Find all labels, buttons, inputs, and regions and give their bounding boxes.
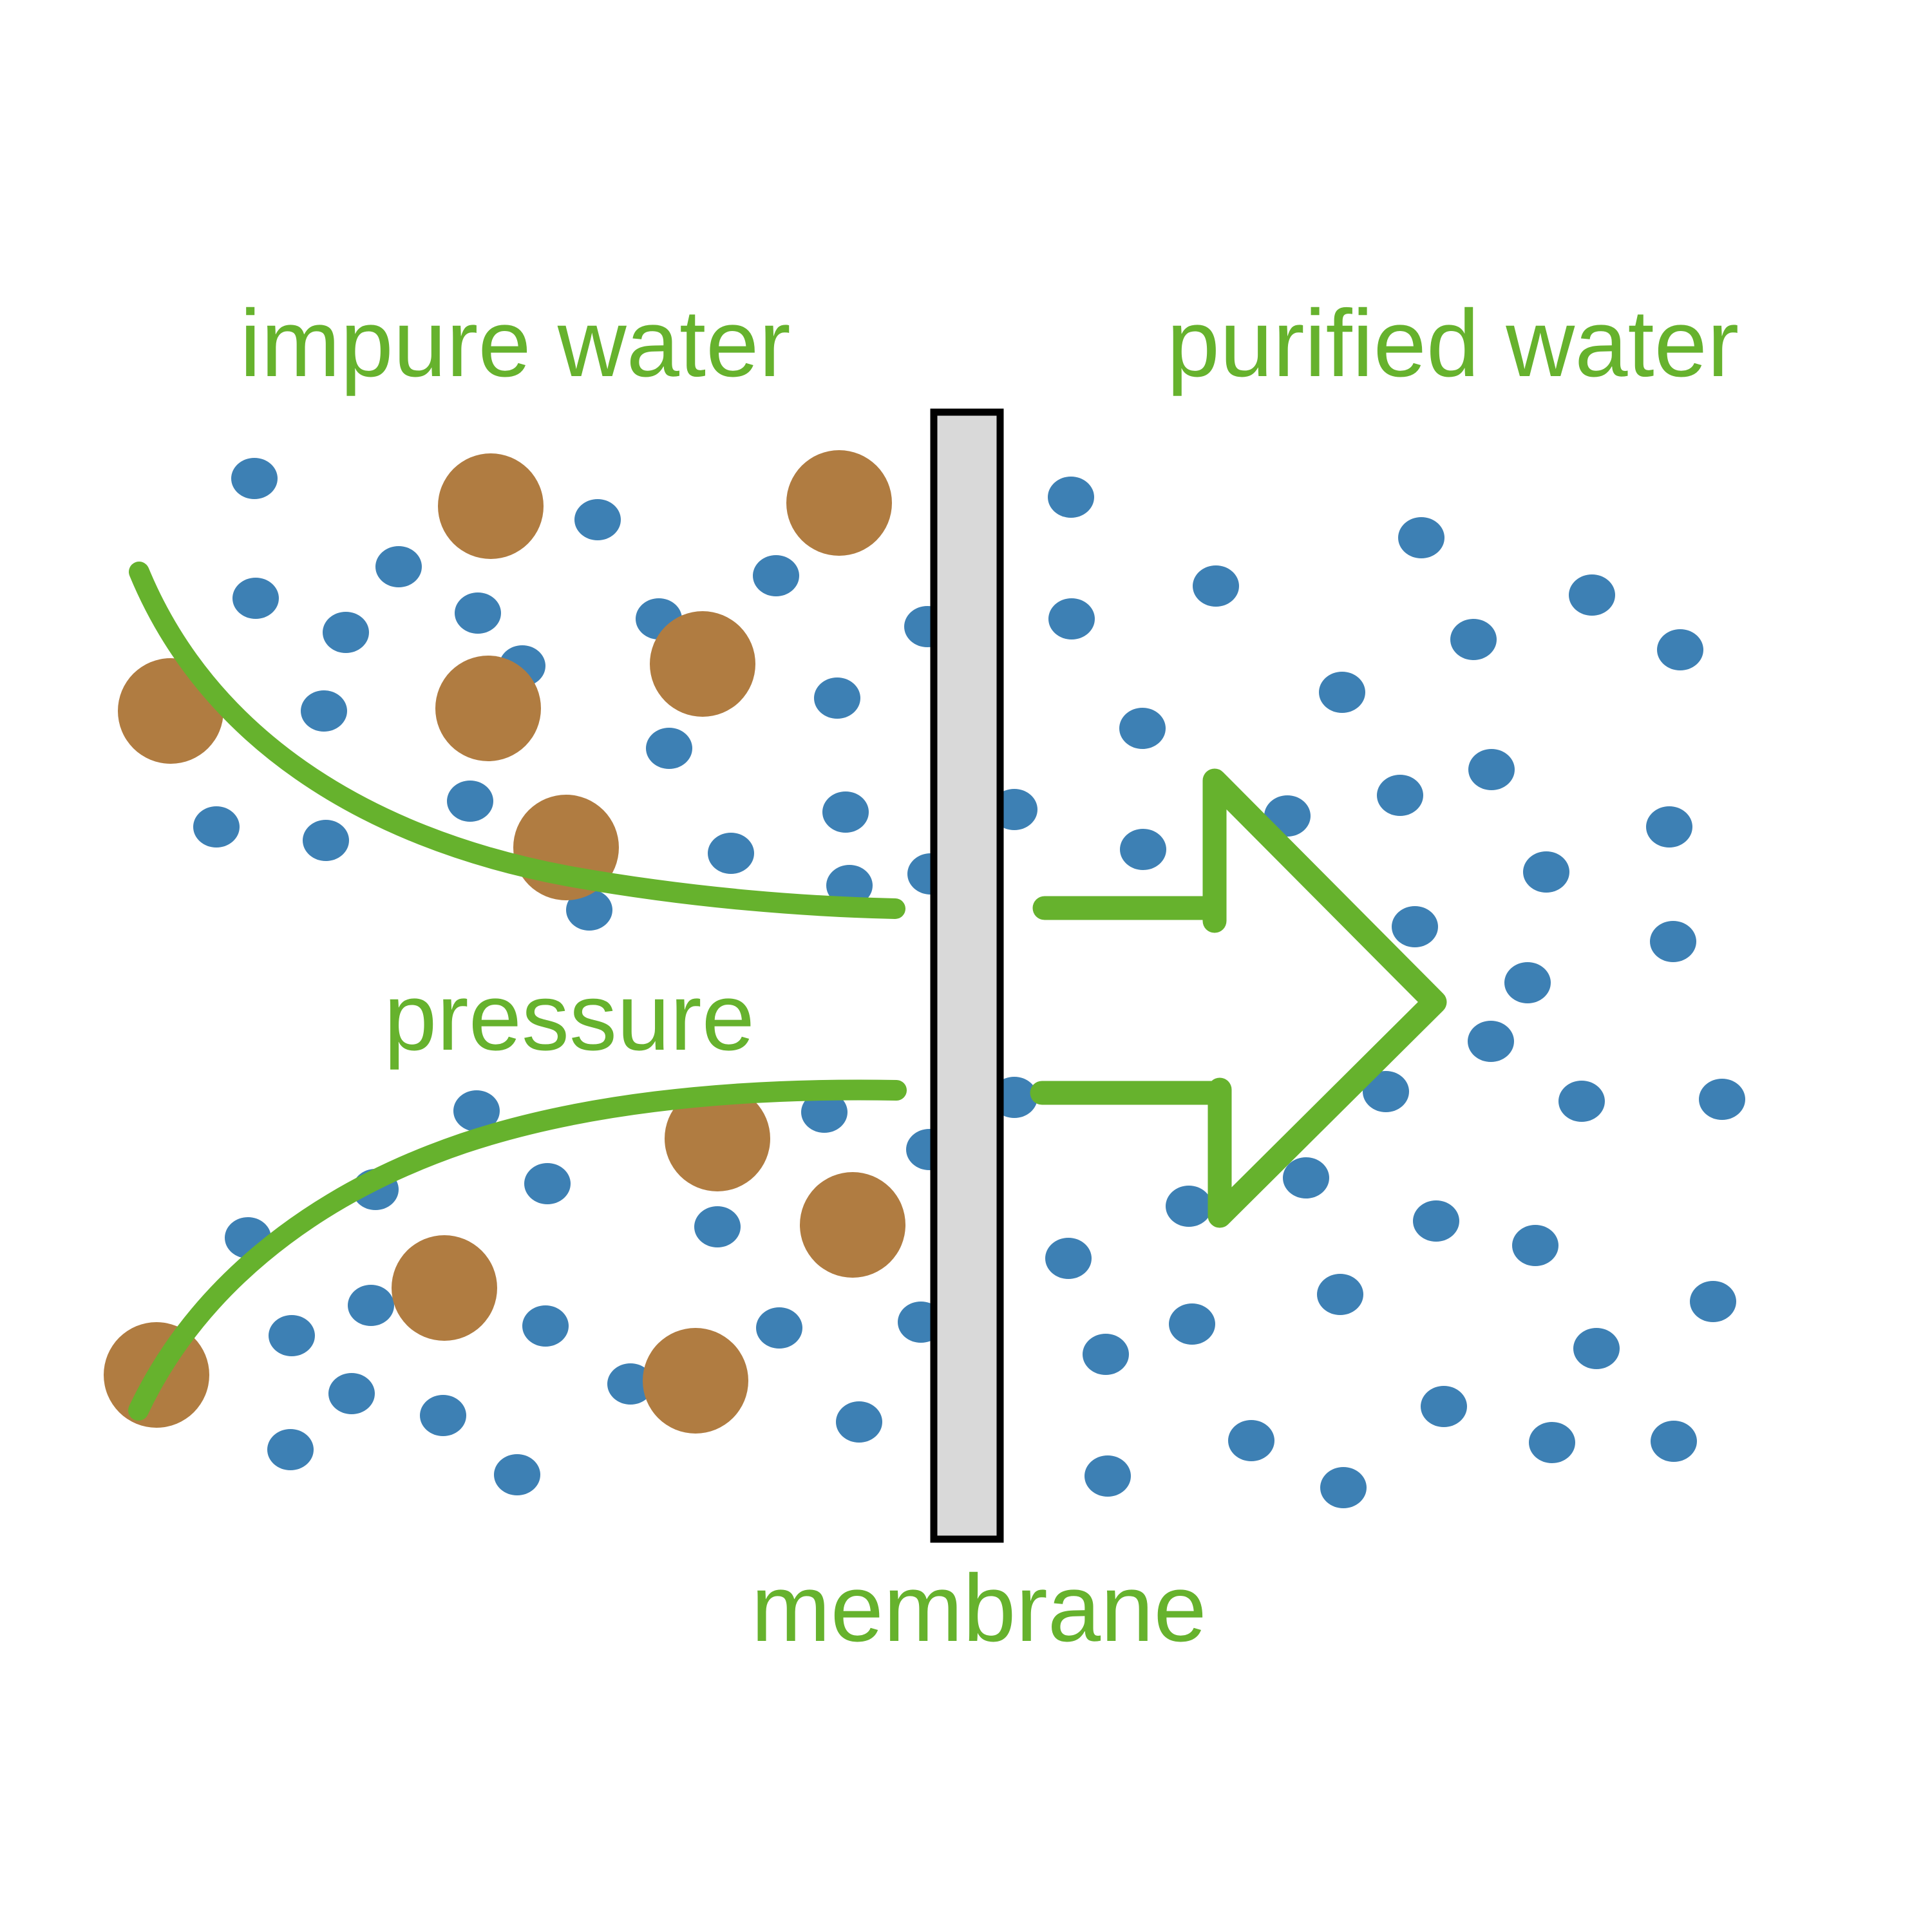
impurity-dot [650, 611, 755, 717]
water-molecule-dot [303, 820, 349, 861]
pressure-curve-upper [129, 562, 905, 919]
pressure-label: pressure [384, 964, 755, 1070]
water-molecule-dot [753, 555, 799, 596]
water-molecule-dot [1377, 775, 1423, 816]
impurity-dot [643, 1328, 748, 1434]
impurity-dot [438, 453, 544, 559]
water-molecule-dot [1120, 829, 1166, 870]
membrane-label: membrane [751, 1555, 1206, 1662]
water-molecule-dot [269, 1315, 315, 1356]
water-molecule-dot [1119, 708, 1166, 749]
impure-water-label: impure water [240, 290, 790, 397]
water-molecule-dot [1512, 1225, 1558, 1266]
water-molecule-dot [822, 791, 869, 833]
water-molecule-dot [1283, 1157, 1329, 1198]
impurity-dot [435, 656, 541, 761]
water-molecule-dot [301, 690, 347, 732]
water-molecule-dot [826, 865, 873, 906]
water-molecule-dot [1504, 962, 1551, 1003]
water-molecule-dot [1048, 477, 1094, 518]
water-molecule-dot [1193, 565, 1239, 607]
water-molecule-dot [1529, 1422, 1575, 1463]
water-molecule-dot [1558, 1081, 1605, 1122]
water-molecule-dot [1690, 1281, 1736, 1322]
water-molecule-dot [1392, 906, 1438, 947]
water-molecule-dot [1569, 574, 1615, 616]
water-molecule-dot [814, 677, 860, 719]
water-molecule-dot [1317, 1274, 1363, 1315]
water-molecule-dot [494, 1454, 540, 1495]
water-molecule-dot [267, 1429, 314, 1470]
impurity-dot [786, 450, 892, 556]
water-molecule-dot [1468, 749, 1515, 790]
impurity-dot [392, 1235, 497, 1341]
water-molecule-dot [524, 1163, 571, 1204]
water-molecule-dot [1166, 1186, 1212, 1227]
water-dots-right-group [991, 477, 1745, 1508]
water-molecule-dot [323, 612, 369, 653]
water-molecule-dot [522, 1305, 569, 1347]
water-molecule-dot [455, 592, 501, 634]
water-molecule-dot [574, 499, 621, 540]
purified-water-label: purified water [1167, 290, 1739, 397]
water-molecule-dot [420, 1395, 466, 1436]
water-molecule-dot [193, 806, 240, 848]
water-molecule-dot [1421, 1386, 1467, 1427]
water-molecule-dot [607, 1363, 654, 1405]
water-molecule-dot [1319, 672, 1365, 713]
water-molecule-dot [1468, 1021, 1514, 1062]
water-molecule-dot [646, 728, 692, 769]
water-molecule-dot [1320, 1467, 1367, 1508]
water-molecule-dot [1048, 598, 1095, 639]
water-molecule-dot [801, 1092, 848, 1133]
water-molecule-dot [1450, 619, 1497, 660]
water-molecule-dot [1045, 1238, 1092, 1279]
water-molecule-dot [1651, 1421, 1697, 1462]
water-molecule-dot [1523, 851, 1569, 893]
water-dots-left-group [193, 458, 954, 1495]
water-molecule-dot [1657, 629, 1703, 670]
water-molecule-dot [1413, 1200, 1459, 1242]
water-molecule-dot [231, 458, 278, 499]
water-molecule-dot [1699, 1079, 1745, 1120]
water-molecule-dot [348, 1285, 394, 1326]
water-molecule-dot [1169, 1303, 1215, 1345]
impurity-dot [665, 1086, 770, 1191]
water-molecule-dot [566, 889, 612, 931]
water-molecule-dot [1363, 1071, 1409, 1112]
flow-arrow-icon [1030, 768, 1447, 1228]
water-molecule-dot [453, 1090, 500, 1132]
water-molecule-dot [708, 833, 754, 874]
water-molecule-dot [447, 781, 493, 822]
water-molecule-dot [375, 546, 422, 587]
water-molecule-dot [1646, 806, 1692, 848]
water-molecule-dot [232, 578, 279, 619]
water-molecule-dot [836, 1401, 882, 1443]
water-molecule-dot [1398, 517, 1444, 558]
water-molecule-dot [694, 1206, 741, 1247]
water-molecule-dot [1084, 1455, 1131, 1497]
water-molecule-dot [1650, 921, 1696, 962]
water-molecule-dot [1083, 1334, 1129, 1375]
impurity-dot [800, 1172, 905, 1278]
water-molecule-dot [756, 1307, 802, 1349]
pressure-curve-lower [128, 1079, 907, 1421]
water-molecule-dot [1228, 1420, 1274, 1461]
water-molecule-dot [1573, 1328, 1620, 1369]
membrane-bar [930, 408, 1004, 1543]
water-molecule-dot [328, 1373, 375, 1414]
